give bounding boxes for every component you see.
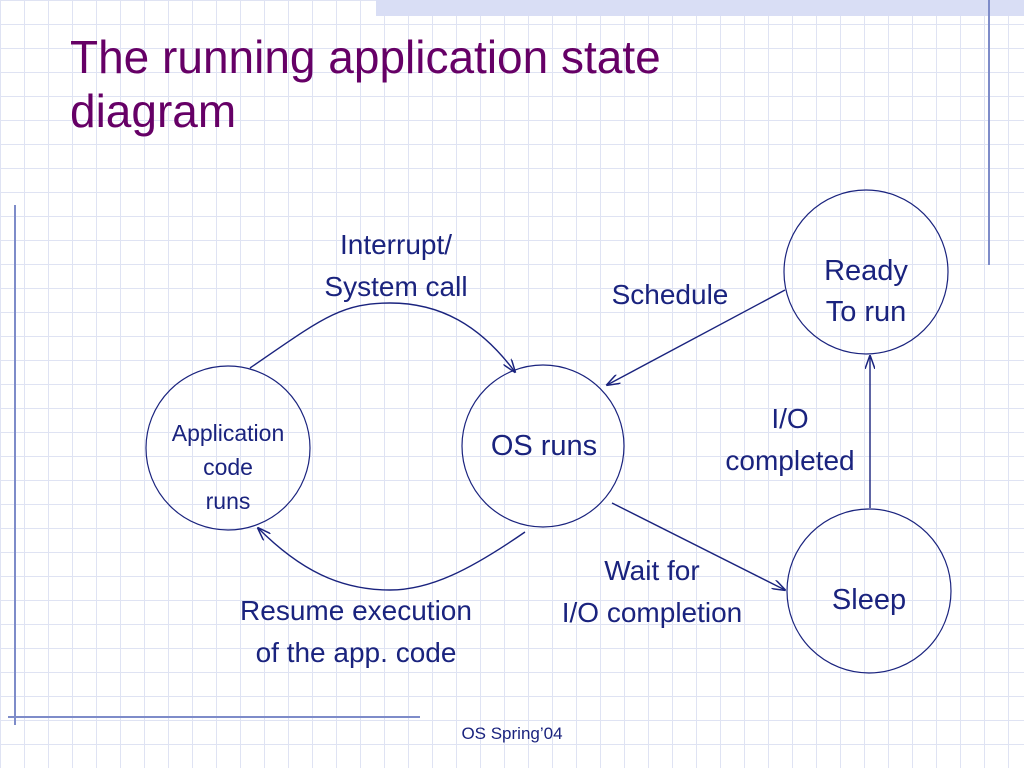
node-label-line: OS runs <box>490 430 598 462</box>
edge-label-line: Interrupt/ <box>339 229 453 260</box>
top-accent-band <box>376 0 1024 16</box>
node-label-application-code-runs: Application code runs <box>146 412 310 522</box>
title-line-2: diagram <box>70 85 237 137</box>
edge-label-wait-for-io-completion: Wait for I/O completion <box>532 550 772 634</box>
left-vertical-rule <box>14 205 16 725</box>
node-label-line: Sleep <box>831 584 907 616</box>
node-label-line: Ready <box>824 255 908 287</box>
edge-label-resume-execution: Resume execution of the app. code <box>206 590 506 674</box>
node-label-sleep: Sleep <box>787 578 951 622</box>
node-ready-to-run <box>783 189 949 355</box>
node-label-line: Application <box>171 420 285 446</box>
bottom-horizontal-rule <box>8 716 420 718</box>
edge-label-line: Schedule <box>611 279 729 310</box>
edge-wait-for-io-arrow <box>611 502 785 590</box>
edge-label-line: Resume execution <box>240 595 472 626</box>
edge-label-line: I/O completion <box>561 597 743 628</box>
node-application-code-runs <box>145 365 311 531</box>
edge-label-line: System call <box>324 271 468 302</box>
slide-title: The running application state diagram <box>70 30 870 138</box>
node-label-line: To run <box>825 296 907 328</box>
edge-resume-arrow <box>258 528 526 591</box>
node-label-line: code <box>203 454 253 480</box>
right-vertical-rule <box>988 0 990 265</box>
edge-interrupt-arrow <box>249 302 515 372</box>
node-label-line: runs <box>205 488 251 514</box>
edge-label-line: Wait for <box>604 555 700 586</box>
edge-schedule-arrow <box>607 289 786 385</box>
edge-label-io-completed: I/O completed <box>704 398 876 482</box>
node-label-ready-to-run: Ready To run <box>784 250 948 334</box>
title-line-1: The running application state <box>70 31 661 83</box>
edge-label-line: of the app. code <box>255 637 457 668</box>
edge-label-schedule: Schedule <box>590 274 750 316</box>
node-label-os-runs: OS runs <box>463 420 625 472</box>
edge-label-line: completed <box>725 445 855 476</box>
node-os-runs <box>461 364 625 528</box>
edge-label-interrupt-system-call: Interrupt/ System call <box>296 224 496 308</box>
footer-text: OS Spring’04 <box>461 724 563 743</box>
edge-label-line: I/O <box>771 403 809 434</box>
